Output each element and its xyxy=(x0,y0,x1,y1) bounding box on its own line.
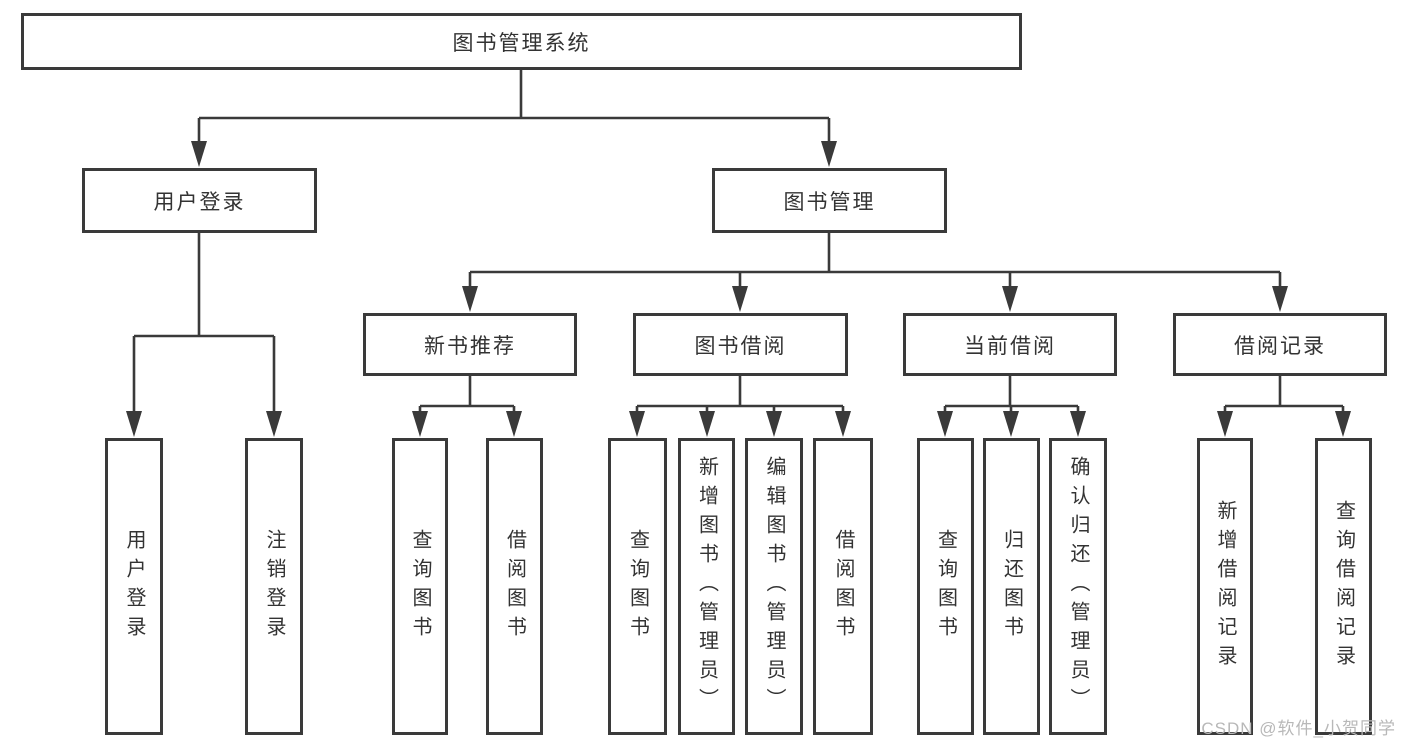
leaf-cb-query-book-label: 查询图书 xyxy=(934,528,957,645)
leaf-cb-return-book-label: 归还图书 xyxy=(1000,528,1023,645)
leaf-bb-edit-book-admin-label: 编辑图书（管理员） xyxy=(763,456,785,717)
node-user-login: 用户登录 xyxy=(82,168,317,233)
node-new-book-recommend: 新书推荐 xyxy=(363,313,577,376)
leaf-user-login: 用户登录 xyxy=(105,438,163,735)
node-current-borrow: 当前借阅 xyxy=(903,313,1117,376)
leaf-nbr-query-book: 查询图书 xyxy=(392,438,448,735)
leaf-cb-query-book: 查询图书 xyxy=(917,438,974,735)
leaf-nbr-borrow-book-label: 借阅图书 xyxy=(503,528,526,645)
node-book-management: 图书管理 xyxy=(712,168,947,233)
leaf-cb-confirm-return-admin: 确认归还（管理员） xyxy=(1049,438,1107,735)
node-book-borrow-label: 图书借阅 xyxy=(694,334,787,358)
leaf-cb-confirm-return-admin-label: 确认归还（管理员） xyxy=(1067,456,1089,717)
leaf-br-add-record-label: 新增借阅记录 xyxy=(1214,499,1236,674)
node-borrow-record: 借阅记录 xyxy=(1173,313,1387,376)
leaf-logout-label: 注销登录 xyxy=(263,528,285,645)
node-book-management-label: 图书管理 xyxy=(783,190,876,214)
node-current-borrow-label: 当前借阅 xyxy=(964,334,1056,358)
leaf-bb-edit-book-admin: 编辑图书（管理员） xyxy=(745,438,803,735)
node-borrow-record-label: 借阅记录 xyxy=(1234,334,1326,358)
node-new-book-recommend-label: 新书推荐 xyxy=(424,334,516,358)
leaf-br-query-record-label: 查询借阅记录 xyxy=(1332,499,1355,674)
node-user-login-label: 用户登录 xyxy=(153,190,246,214)
node-root-library-system: 图书管理系统 xyxy=(21,13,1022,70)
leaf-br-add-record: 新增借阅记录 xyxy=(1197,438,1253,735)
leaf-bb-query-book: 查询图书 xyxy=(608,438,667,735)
node-book-borrow: 图书借阅 xyxy=(633,313,848,376)
leaf-bb-query-book-label: 查询图书 xyxy=(626,528,649,645)
leaf-bb-borrow-book: 借阅图书 xyxy=(813,438,873,735)
leaf-bb-add-book-admin-label: 新增图书（管理员） xyxy=(695,456,718,717)
leaf-nbr-borrow-book: 借阅图书 xyxy=(486,438,543,735)
csdn-watermark: CSDN @软件_小贺同学 xyxy=(1201,719,1396,738)
leaf-logout: 注销登录 xyxy=(245,438,303,735)
leaf-user-login-label: 用户登录 xyxy=(123,528,145,645)
leaf-bb-add-book-admin: 新增图书（管理员） xyxy=(678,438,735,735)
leaf-cb-return-book: 归还图书 xyxy=(983,438,1040,735)
leaf-nbr-query-book-label: 查询图书 xyxy=(409,528,431,645)
leaf-bb-borrow-book-label: 借阅图书 xyxy=(832,528,854,645)
node-root-label: 图书管理系统 xyxy=(452,31,591,55)
leaf-br-query-record: 查询借阅记录 xyxy=(1315,438,1372,735)
